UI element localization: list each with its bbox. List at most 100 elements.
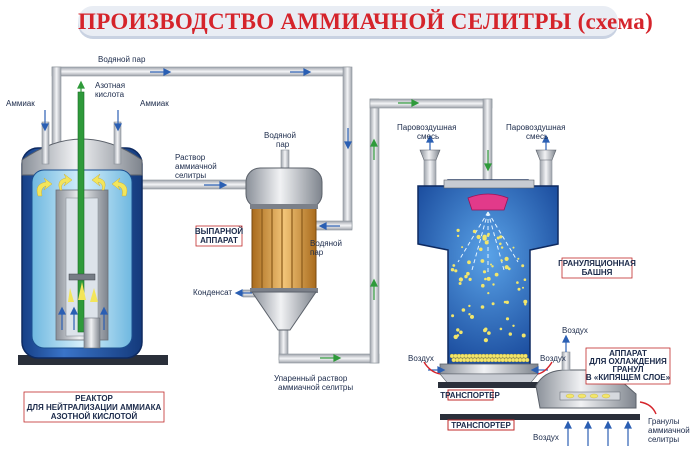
granule-dot [516, 281, 519, 284]
label-steam-air-left-line1: Паровоздушная [397, 123, 456, 132]
granule-bed-dot [523, 353, 528, 359]
granule-dot [470, 314, 474, 319]
label-steam-out-line1: Водяной [310, 239, 342, 248]
flow-arrows [41, 68, 632, 446]
reactor-distributor [68, 273, 96, 281]
label-air-right: Воздух [540, 354, 566, 363]
label-granules-line2: аммиачной [648, 426, 690, 435]
granule-dot [476, 234, 481, 240]
granule-dot [490, 263, 492, 266]
granule-particles [450, 228, 528, 343]
evaporator-cone [251, 291, 317, 331]
title-banner: ПРОИЗВОДСТВО АММИАЧНОЙ СЕЛИТРЫ (схема) [78, 6, 654, 40]
granule-dot [517, 257, 520, 260]
granule-dot [483, 328, 487, 333]
caption-cooler-line2: ДЛЯ ОХЛАЖДЕНИЯ [589, 357, 667, 366]
label-condensate: Конденсат [193, 288, 232, 297]
granule-dot [468, 313, 471, 316]
label-steam-top: Водяной пар [98, 55, 146, 64]
granule-dot [456, 228, 460, 232]
granule-dot [484, 240, 489, 245]
title-banner-background [78, 6, 618, 36]
label-steam-air-right-line1: Паровоздушная [506, 123, 565, 132]
granule-dot [512, 324, 515, 327]
caption-reactor-line3: АЗОТНОЙ КИСЛОТОЙ [51, 412, 138, 421]
granule-dot [487, 292, 490, 295]
granule-dot [458, 277, 463, 282]
granule-dot [505, 300, 509, 304]
caption-tower-line2: БАШНЯ [582, 268, 613, 277]
label-ammonia-left: Аммиак [6, 99, 35, 108]
granule-dot [494, 272, 499, 277]
label-steam-out-line2: пар [310, 248, 324, 257]
granule-dot [459, 330, 463, 335]
granule-dot [491, 302, 495, 306]
caption-cooler: АППАРАТ ДЛЯ ОХЛАЖДЕНИЯ ГРАНУЛ В «КИПЯЩЕМ… [585, 347, 671, 385]
caption-evaporator-line2: АППАРАТ [200, 236, 238, 245]
granule-dot [491, 265, 494, 268]
granule-dot [461, 246, 464, 249]
granule-dot [521, 264, 525, 268]
granule-dot [499, 242, 502, 246]
granule-dot [458, 282, 462, 285]
caption-tower: ГРАНУЛЯЦИОННАЯ БАШНЯ [558, 257, 636, 279]
label-solution-line1: Раствор [175, 153, 206, 162]
evaporator-heating-section [251, 205, 317, 293]
label-solution-line2: аммиачной [175, 162, 217, 171]
reactor-base [18, 355, 168, 365]
caption-reactor-line1: РЕАКТОР [75, 394, 113, 403]
granule-dot [523, 299, 528, 304]
conveyor-upper [438, 382, 558, 401]
granule-dot [503, 300, 507, 304]
label-solution-line3: селитры [175, 171, 206, 180]
caption-evaporator: ВЫПАРНОЙ АППАРАТ [195, 225, 243, 247]
label-evaporated-line2: аммиачной селитры [278, 383, 353, 392]
label-air-top: Воздух [562, 326, 588, 335]
granule-dot [464, 274, 468, 279]
granule-dot [504, 265, 509, 270]
granule-dot [505, 317, 510, 321]
granule-dot [482, 234, 487, 239]
evaporator-top-drum [245, 167, 323, 209]
granule-dot [450, 268, 455, 272]
granule-dot [467, 260, 471, 265]
caption-tower-line1: ГРАНУЛЯЦИОННАЯ [558, 259, 636, 268]
granule-dot [523, 278, 527, 282]
spray-nozzle [467, 193, 509, 211]
granule-dot [486, 276, 491, 281]
reactor [18, 91, 168, 365]
granule-dot [500, 259, 503, 262]
caption-cooler-line3: ГРАНУЛ [612, 365, 643, 374]
granule-dot [483, 338, 488, 343]
granule-dot [479, 247, 483, 252]
red-arrows [423, 361, 657, 415]
granule-dot [517, 287, 521, 291]
granule-dot [512, 246, 515, 249]
granule-dot [468, 277, 472, 281]
granule-dot [456, 234, 460, 238]
granule-dot [496, 236, 500, 240]
granule-dot [487, 331, 491, 335]
label-granules-line3: селитры [648, 435, 679, 444]
caption-reactor: РЕАКТОР ДЛЯ НЕЙТРАЛИЗАЦИИ АММИАКА АЗОТНО… [23, 391, 165, 423]
caption-cooler-line1: АППАРАТ [609, 349, 647, 358]
page-title: ПРОИЗВОДСТВО АММИАЧНОЙ СЕЛИТРЫ (схема) [78, 9, 654, 34]
granule-dot [484, 277, 487, 281]
granule-dot [521, 333, 526, 338]
label-steam-air-left-line2: смесь [417, 132, 439, 141]
granule-dot [466, 271, 470, 276]
conveyor-lower [440, 414, 640, 431]
granule-dot [500, 246, 504, 249]
granule-dot [456, 334, 460, 337]
granule-dot [451, 314, 455, 318]
granule-dot [481, 283, 485, 288]
granule-dot [524, 303, 527, 306]
granule-dot [504, 256, 509, 261]
granule-dot [522, 286, 524, 289]
granule-dot [472, 229, 477, 234]
evaporator [245, 167, 323, 331]
granule-dot [480, 305, 485, 309]
caption-conveyor-upper: ТРАНСПОРТЕР [440, 391, 500, 400]
granule-dot [482, 270, 487, 274]
